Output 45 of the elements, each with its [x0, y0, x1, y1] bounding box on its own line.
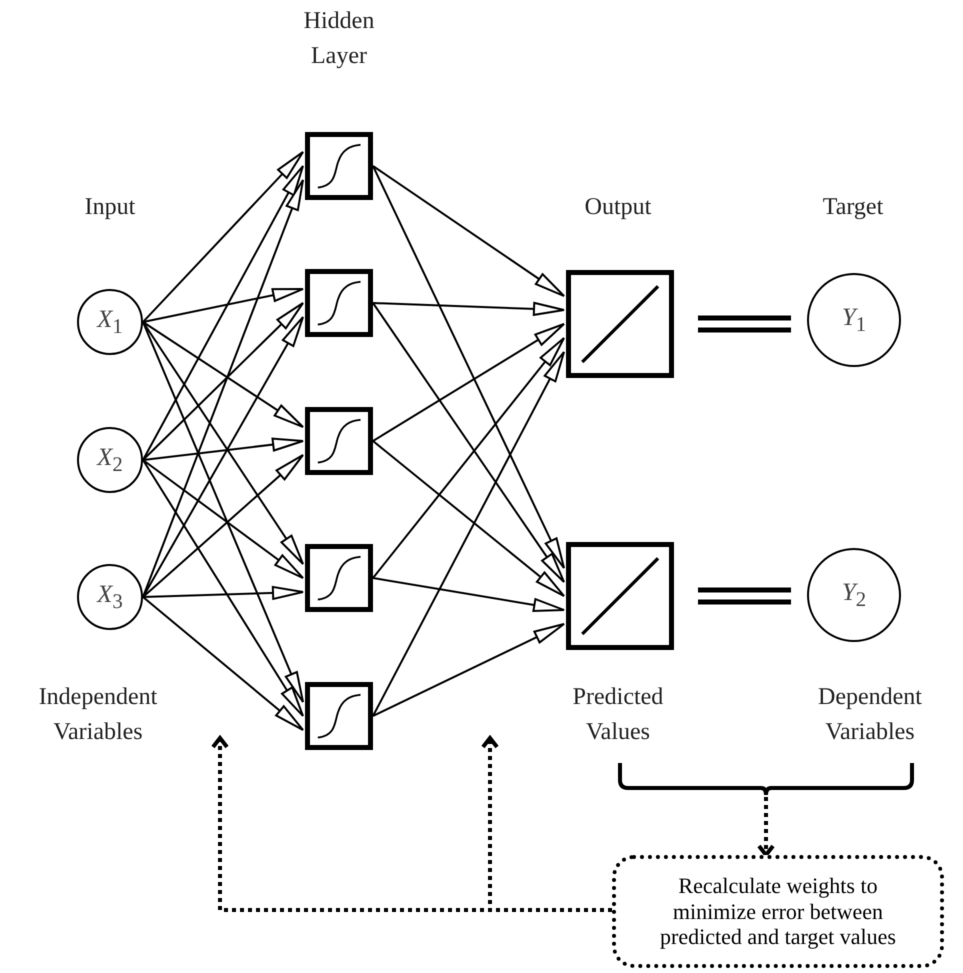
arrow [372, 623, 565, 717]
curly-bracket [618, 761, 914, 797]
variable-label: X$_{1}$ [97, 306, 123, 338]
arrow [372, 351, 565, 716]
arrow [372, 302, 565, 316]
variable-label: X$_{2}$ [97, 444, 123, 476]
arrow [372, 166, 565, 569]
column-heading: Hidden Layer [302, 7, 376, 71]
column-heading: Predicted Values [572, 683, 664, 747]
arrow [142, 596, 304, 731]
arrow [142, 288, 304, 323]
arrow [142, 438, 304, 461]
neuron-box [305, 269, 373, 337]
neuron-box [305, 544, 373, 612]
variable-label: Y$_{2}$ [842, 578, 866, 612]
variable-label: Y$_{1}$ [842, 304, 866, 336]
arrow [142, 454, 304, 598]
column-heading: Output [584, 193, 652, 222]
arrow [142, 459, 304, 717]
neuron-box [305, 682, 373, 750]
arrow [142, 321, 304, 428]
neuron-box [566, 270, 674, 378]
variable-label: X$_{3}$ [97, 580, 123, 614]
arrow [372, 440, 565, 597]
neuron-box [566, 542, 674, 650]
column-heading: Independent Variables [38, 683, 158, 747]
arrow [142, 322, 304, 703]
note-text: Recalculate weights to minimize error between predicted and target values [659, 872, 897, 950]
arrow [372, 323, 565, 442]
arrow [142, 459, 304, 579]
equals-connector [696, 316, 794, 332]
neuron-box [305, 132, 373, 200]
dotted-arrow [481, 736, 612, 912]
arrow [372, 165, 565, 297]
arrow [142, 151, 304, 323]
equals-connector [696, 588, 794, 604]
dotted-arrow [757, 797, 775, 857]
column-heading: Target [822, 193, 884, 222]
column-heading: Input [84, 193, 136, 222]
arrow [142, 165, 304, 460]
neuron-box [305, 407, 373, 475]
column-heading: Dependent Variables [817, 683, 923, 747]
arrow [142, 302, 304, 461]
arrow [142, 586, 304, 600]
arrow [372, 577, 565, 612]
